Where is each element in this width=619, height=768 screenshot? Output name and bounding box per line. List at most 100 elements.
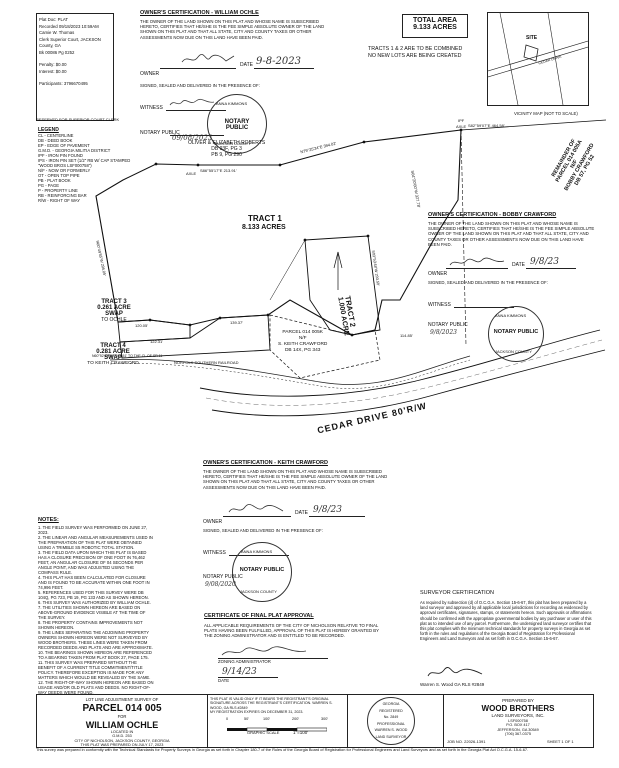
tract3-name: TRACT 3	[101, 299, 127, 305]
tb-parcel: PARCEL 014 005	[82, 703, 162, 714]
approval-role: ZONING ADMINISTRATOR	[218, 659, 271, 664]
notary-seal-3: ANNA KIMMONS NOTARY PUBLIC JACKSON COUNT…	[232, 542, 292, 602]
recording-line: Camie W. Thomas	[39, 30, 75, 35]
tract4-label: TRACT 4 0.281 ACRE SWAP TO KEITH CRAWFOR…	[87, 343, 139, 366]
legend-item: CL - CENTERLINE	[38, 133, 74, 138]
combine-note: TRACTS 1 & 2 ARE TO BE COMBINED NO NEW L…	[368, 46, 463, 59]
surveyor-seal: GEORGIA REGISTERED No. 2849 PROFESSIONAL…	[367, 697, 415, 745]
tract3-area: 0.261 ACRE	[97, 305, 131, 311]
notary-label: NOTARY PUBLIC	[140, 130, 180, 136]
scale-tick-1: 50'	[244, 717, 249, 721]
tract1-name: TRACT 1	[248, 214, 282, 223]
legend-item: PG - PAGE	[38, 183, 60, 188]
seal2-bottom: JACKSON COUNTY	[495, 349, 532, 354]
tract4-swap: SWAP	[104, 355, 122, 361]
tb-prepared-by: PREPARED BY	[502, 698, 534, 703]
bearing-5: 120.05'	[135, 323, 148, 328]
seal-bottom: JACKSON COUNTY	[214, 141, 251, 146]
note-item: 2. THE LINEAR AND ANGULAR MEASUREMENTS U…	[38, 535, 153, 550]
recording-line: Clerk Superior Court, JACKSON County, GA	[39, 36, 101, 49]
owner2-signed: SIGNED, SEALED AND DELIVERED IN THE PRES…	[428, 280, 548, 285]
notes: NOTES: 1. THE FIELD SURVEY WAS PERFORMED…	[38, 517, 154, 695]
footer-note: This survey was prepared in conformity w…	[36, 747, 529, 752]
bearing-7: 122.31'	[150, 339, 163, 344]
owner3-notary-date: 9/08/2020	[205, 581, 236, 588]
owner3-notary: NOTARY PUBLIC	[203, 574, 243, 580]
owner3-date-label: DATE	[295, 510, 308, 516]
recording-line: Penalty: $0.00	[39, 62, 67, 67]
north-arrow	[333, 251, 343, 290]
tb-company-addr: LSF000758 P.O. BOX 417 JEFFERSON, GA 305…	[497, 719, 539, 737]
scale-title: GRAPHIC SCALE	[247, 730, 280, 735]
adjoiner-parcel: PARCEL 014 005K N/F S. KEITH CRAWFORD DB…	[278, 330, 328, 353]
legend-item: EP - EDGE OF PAVEMENT	[38, 143, 90, 148]
tb-sheet: SHEET 1 OF 1	[547, 739, 574, 744]
legend-title: LEGEND	[38, 127, 59, 133]
tract3-label: TRACT 3 0.261 ACRE SWAP TO OCHLE	[89, 299, 139, 323]
tract4-area: 0.281 ACRE	[96, 349, 130, 355]
graphic-scale: 0 50' 100' 200' 300' GRAPHIC SCALE 1"=10…	[226, 717, 328, 739]
surveyor-text: As required by subsection (d) of O.C.G.A…	[420, 600, 592, 642]
tb-validity-cell: THIS PLAT IS VALID ONLY IF IT BEARS THE …	[207, 695, 348, 747]
total-area-box: TOTAL AREA 9.133 ACRES	[402, 14, 468, 38]
note-item: 11. THIS SURVEY WAS PREPARED WITHOUT THE…	[38, 660, 151, 680]
plat-drawing	[95, 119, 607, 417]
notes-title: NOTES:	[38, 517, 59, 523]
owner3-label: OWNER	[203, 519, 223, 525]
legend-item: OT - OPEN TOP PIPE	[38, 173, 80, 178]
tb-project: LOT LINE ADJUSTMENT SURVEY OF PARCEL 014…	[37, 695, 208, 747]
note-item: 12. THE RIGHT-OF-WAY SHOWN HEREON ARE BA…	[38, 680, 154, 695]
tract4-boundary	[119, 314, 271, 359]
seal2-mid: NOTARY PUBLIC	[493, 329, 539, 335]
bearing-11: N60°52'45"W 1044.51' TO THE CL OF SR 11	[92, 354, 163, 358]
tract4-name: TRACT 4	[100, 343, 126, 349]
notary-date: 09/08/2023	[172, 134, 213, 142]
date-label: DATE	[240, 62, 253, 68]
owner2-title: OWNER'S CERTIFICATION - BOBBY CRAWFORD	[428, 212, 557, 218]
tract3-swap: SWAP	[105, 311, 123, 317]
tb-company-cell: PREPARED BY WOOD BROTHERS LAND SURVEYORS…	[443, 695, 593, 747]
owner3-signature	[227, 502, 287, 520]
recording-line: Interest: $0.00	[39, 68, 67, 74]
tract3-to: TO OCHLE	[101, 317, 127, 323]
recording-line: Bk 00086 Pg 0252	[39, 49, 75, 55]
owner2-date-label: DATE	[512, 262, 525, 268]
scale-value: 1"=100'	[293, 730, 309, 735]
seal2-top: ANNA KIMMONS	[495, 313, 527, 318]
final-plat-text: ALL APPLICABLE REQUIREMENTS OF THE CITY …	[204, 623, 379, 639]
owner-cert-bobby: OWNER'S CERTIFICATION - BOBBY CRAWFORD T…	[428, 212, 596, 336]
bearing-1: S82°59'07"E 464.58'	[468, 123, 505, 128]
approval-signature	[220, 645, 310, 664]
title-block: LOT LINE ADJUSTMENT SURVEY OF PARCEL 014…	[36, 694, 594, 748]
adjoiner-oliver: OLIVER & ELIZABETH ROBERTS DB 93F, PG 3 …	[188, 140, 266, 158]
scale-tick-2: 100'	[263, 717, 271, 721]
final-plat-approval: CERTIFICATE OF FINAL PLAT APPROVAL ALL A…	[204, 613, 384, 683]
seal3-mid: NOTARY PUBLIC	[239, 567, 285, 573]
tb-for: FOR	[117, 714, 127, 719]
railroad-label: NORFOLK SOUTHERN RAILROAD	[174, 360, 239, 365]
tb-seal-cell: GEORGIA REGISTERED No. 2849 PROFESSIONAL…	[347, 695, 444, 747]
tract4-to: TO KEITH CRAWFORD	[87, 361, 139, 366]
notes-list: 1. THE FIELD SURVEY WAS PERFORMED ON JUN…	[38, 525, 154, 695]
surveyor-signature	[426, 666, 486, 685]
bearing-3: S86°55'17"E 213.91'	[200, 168, 237, 173]
total-area-value: 9.133 ACRES	[413, 24, 457, 31]
recording-line: Participants: 3796670495	[39, 81, 88, 86]
seal-top: ANNA KIMMONS	[216, 101, 248, 106]
surveyor-name: Warren S. Wood GA RLS #2849	[420, 682, 485, 687]
note-item: 8. THE PROPERTY CONTAINS IMPROVEMENTS NO…	[38, 620, 143, 630]
tb-location: LOCATED IN G.M.D. 253 CITY OF NICHOLSON,…	[74, 730, 170, 748]
final-plat-title: CERTIFICATE OF FINAL PLAT APPROVAL	[204, 613, 314, 619]
total-area-label: TOTAL AREA	[412, 17, 458, 24]
legend-item: RB - REINFORCING BAR	[38, 193, 87, 198]
tract3-boundary	[117, 319, 191, 343]
legend-item: G.M.D. - GEORGIA MILITIA DISTRICT	[38, 148, 111, 153]
owner-cert-keith: OWNER'S CERTIFICATION - KEITH CRAWFORD T…	[203, 460, 395, 588]
approval-date: 9/14/23	[222, 667, 257, 677]
owner2-notary-date: 9/8/2023	[430, 329, 457, 336]
note-item: 10. THE BEARINGS SHOWN HEREON ARE REFERE…	[38, 650, 152, 660]
owner-cert-title: OWNER'S CERTIFICATION - WILLIAM OCHLE	[140, 10, 259, 16]
pin-axle-1: AXLE	[456, 124, 467, 129]
